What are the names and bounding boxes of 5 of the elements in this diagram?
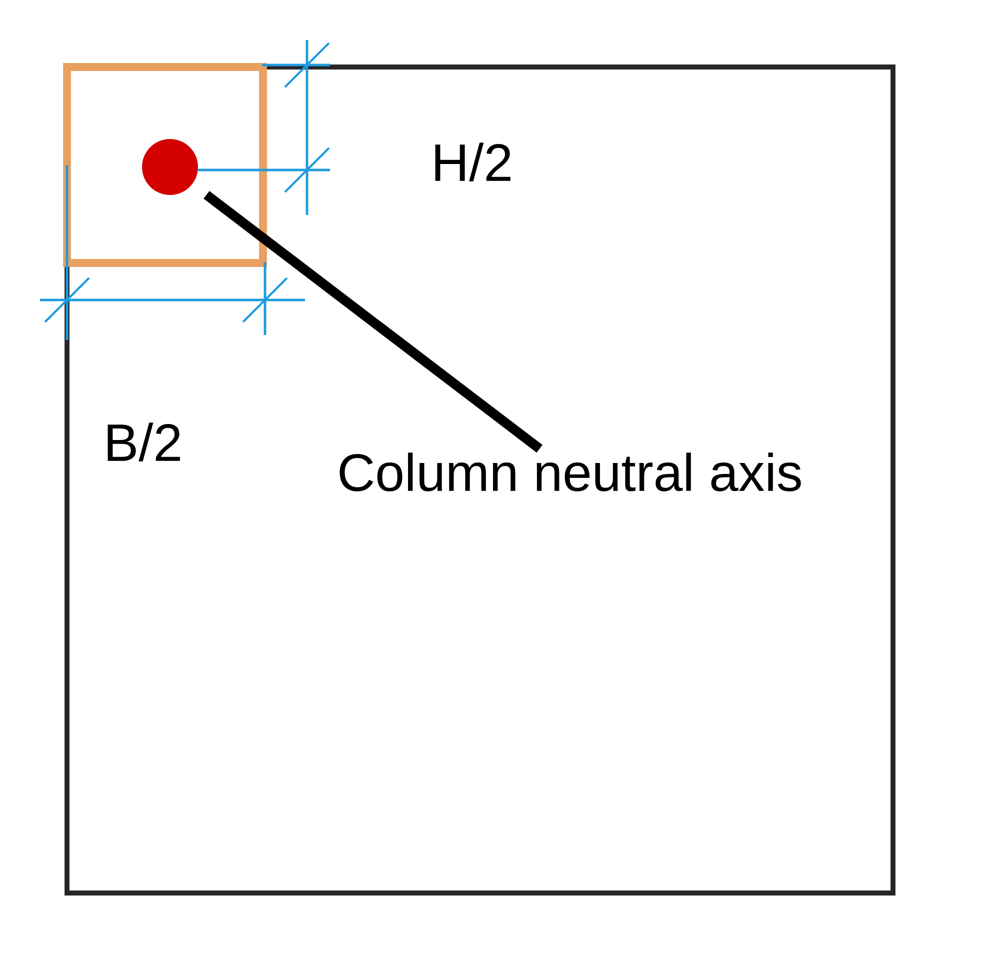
dimension-label: B/2 [108,422,180,462]
callout-text: Column neutral axis [340,452,801,492]
dimension-label: H/2 [435,142,510,182]
neutral-axis-dot [142,139,198,195]
leader-line [204,190,542,453]
